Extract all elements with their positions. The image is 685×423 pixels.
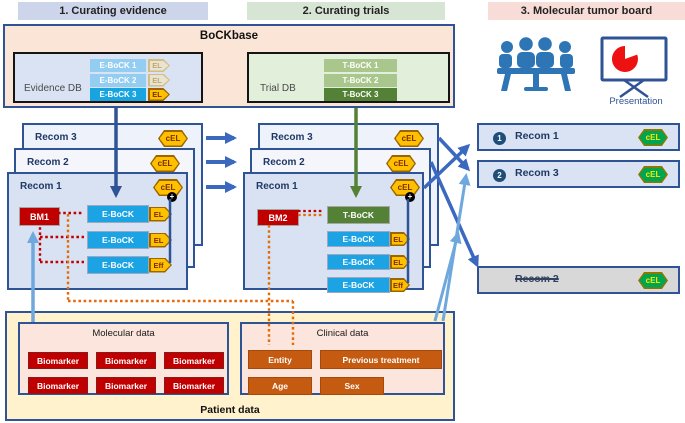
tbock3-db-item: T-BoCK 3 <box>324 88 397 101</box>
result-label: Recom 1 <box>515 130 559 142</box>
trial-db-panel: Trial DB T-BoCK 1 T-BoCK 2 T-BoCK 3 <box>247 52 450 103</box>
phase-header-molecular-tumor-board: 3. Molecular tumor board <box>488 2 685 20</box>
entity-field: Entity <box>248 350 312 369</box>
cel-badge: cEL <box>158 130 188 147</box>
ebock-row: E-BoCK <box>87 205 149 223</box>
el-tag: EL <box>390 232 410 246</box>
biomarker-chip: Biomarker <box>96 352 156 369</box>
ebock1-db-item: E-BoCK 1 <box>90 59 146 72</box>
tbock2-db-item: T-BoCK 2 <box>324 73 397 87</box>
bockbase-title: BoCKbase <box>199 30 259 42</box>
card-label: Recom 2 <box>263 157 305 168</box>
result-recom1-box: 1 Recom 1 cEL <box>477 123 680 151</box>
ebock-row: E-BoCK <box>87 256 149 274</box>
recom3-to-rank2-arrow <box>437 136 471 172</box>
patient-data-label: Patient data <box>200 404 260 416</box>
clinical-data-panel: Clinical data Entity Previous treatment … <box>240 322 445 395</box>
ebock-row: E-BoCK <box>327 254 390 270</box>
result-label: Recom 3 <box>515 167 559 179</box>
biomarker-chip: Biomarker <box>164 352 224 369</box>
clinical-input-arrow-2 <box>441 173 471 322</box>
result-recom2-rejected-box: Recom 2 cEL <box>477 266 680 294</box>
sex-field: Sex <box>320 377 384 395</box>
card-label: Recom 2 <box>27 157 69 168</box>
cel-badge-green: cEL <box>638 129 668 146</box>
biomarker-chip: Biomarker <box>96 377 156 394</box>
clinical-input-arrow-1 <box>433 231 462 322</box>
merge-node-icon: + <box>167 192 177 202</box>
biomarker-bm1-box: BM1 <box>19 207 60 226</box>
cel-badge: cEL <box>150 155 180 172</box>
molecular-data-panel: Molecular data Biomarker Biomarker Bioma… <box>18 322 229 395</box>
el-tag-active: EL <box>148 88 170 101</box>
presentation-board-icon <box>600 36 668 99</box>
merge-node-icon: + <box>405 192 415 202</box>
ebock2-db-item: E-BoCK 2 <box>90 73 146 87</box>
biomarker-chip: Biomarker <box>28 352 88 369</box>
ebock-row: E-BoCK <box>87 231 149 249</box>
meeting-people-icon <box>497 37 575 91</box>
evidence-recom1-card: Recom 1 cEL + BM1 E-BoCK EL E-BoCK EL E-… <box>7 172 188 290</box>
cel-badge-green: cEL <box>638 166 668 183</box>
cel-badge: cEL <box>390 179 420 196</box>
molecular-data-title: Molecular data <box>92 328 155 339</box>
evidence-db-panel: Evidence DB E-BoCK 1 EL E-BoCK 2 EL E-Bo… <box>13 52 203 103</box>
biomarker-chip: Biomarker <box>28 377 88 394</box>
trial-recom1-card: Recom 1 cEL + BM2 T-BoCK E-BoCK EL E-BoC… <box>243 172 424 293</box>
result-recom3-box: 2 Recom 3 cEL <box>477 160 680 188</box>
ebock3-db-item: E-BoCK 3 <box>90 88 146 101</box>
previous-treatment-field: Previous treatment <box>320 350 442 369</box>
tbock-row: T-BoCK <box>327 206 390 224</box>
ebock-row: E-BoCK <box>327 231 390 247</box>
phase-header-curating-evidence: 1. Curating evidence <box>18 2 208 20</box>
el-tag-muted: EL <box>148 59 170 72</box>
presentation-label: Presentation <box>609 96 663 107</box>
biomarker-bm2-box: BM2 <box>257 209 299 226</box>
biomarker-chip: Biomarker <box>164 377 224 394</box>
rank-1-icon: 1 <box>493 131 506 145</box>
result-label-strikethrough: Recom 2 <box>515 273 559 285</box>
card-label: Recom 3 <box>35 132 77 143</box>
el-tag-muted: EL <box>148 73 170 87</box>
card-label: Recom 3 <box>271 132 313 143</box>
ebock-row: E-BoCK <box>327 277 390 293</box>
trial-db-label: Trial DB <box>260 83 296 94</box>
el-tag: EL <box>149 206 172 222</box>
card-label: Recom 1 <box>20 181 62 192</box>
eff-tag: Eff <box>149 257 172 273</box>
cel-badge: cEL <box>153 179 183 196</box>
eff-tag: Eff <box>390 278 410 292</box>
el-tag: EL <box>149 232 172 248</box>
cel-badge: cEL <box>394 130 424 147</box>
rank-2-icon: 2 <box>493 168 506 182</box>
phase-header-curating-trials: 2. Curating trials <box>247 2 445 20</box>
cel-badge-green: cEL <box>638 272 668 289</box>
evidence-db-label: Evidence DB <box>24 83 82 94</box>
cel-badge: cEL <box>386 155 416 172</box>
tbock1-db-item: T-BoCK 1 <box>324 59 397 72</box>
clinical-data-title: Clinical data <box>316 328 369 339</box>
age-field: Age <box>248 377 312 395</box>
card-label: Recom 1 <box>256 181 298 192</box>
el-tag: EL <box>390 255 410 269</box>
